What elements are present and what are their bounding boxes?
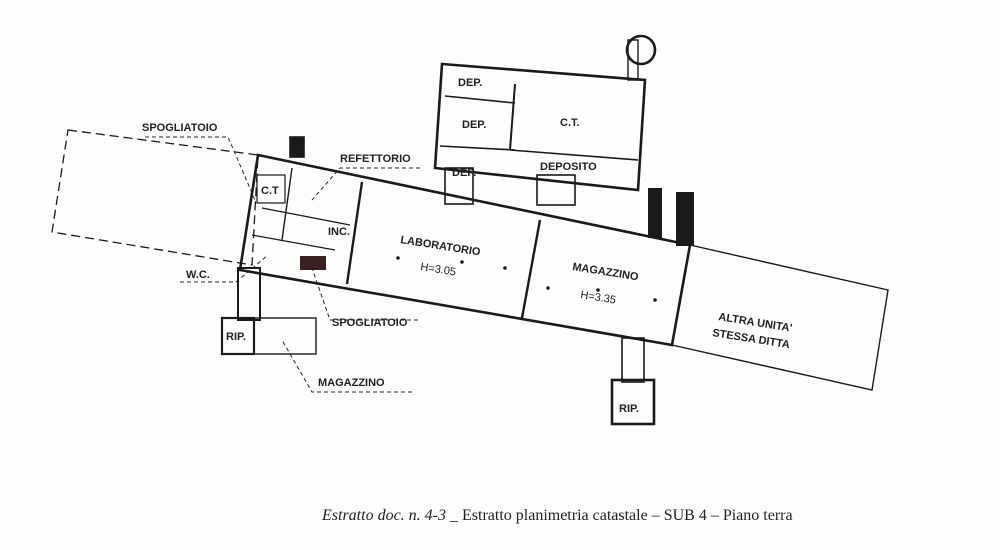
label-dep-top: DEP. bbox=[458, 77, 482, 89]
dashed-area-left bbox=[51, 129, 259, 266]
label-ct-small: C.T bbox=[261, 185, 279, 197]
hatch-spogliatoio bbox=[300, 256, 326, 270]
label-refettorio: REFETTORIO bbox=[340, 153, 411, 165]
upper-building-outline bbox=[433, 62, 647, 192]
figure-caption: Estratto doc. n. 4-3 _ Estratto planimet… bbox=[322, 507, 793, 525]
dot-lab-2 bbox=[460, 260, 464, 264]
wall-rooms-lab bbox=[345, 181, 364, 285]
wall-upper-vertical bbox=[509, 83, 516, 151]
wall-upper-deposito bbox=[509, 149, 639, 161]
dot-mag-2 bbox=[596, 288, 600, 292]
cadastral-floor-plan: SPOGLIATOIO REFETTORIO C.T INC. W.C. SPO… bbox=[51, 34, 889, 426]
leader-spogliatoio-top bbox=[145, 136, 256, 201]
label-spogliatoio-top: SPOGLIATOIO bbox=[142, 122, 218, 134]
wall-lab-magazzino bbox=[520, 219, 542, 319]
wall-upper-dep-top bbox=[444, 95, 516, 104]
label-magazzino-height: H=3.35 bbox=[580, 289, 617, 306]
label-dep-bottom: DEP. bbox=[452, 167, 476, 179]
leader-magazzino-small bbox=[281, 339, 412, 393]
chimney-left bbox=[289, 136, 305, 158]
label-rip: RIP. bbox=[226, 331, 246, 343]
deposito-annex bbox=[536, 174, 576, 206]
wall-wc-top bbox=[251, 234, 336, 251]
label-deposito: DEPOSITO bbox=[540, 161, 597, 173]
label-dep-mid: DEP. bbox=[462, 119, 486, 131]
upper-link bbox=[444, 167, 474, 205]
dark-block-1 bbox=[648, 188, 662, 238]
label-inc: INC. bbox=[328, 226, 350, 238]
label-spogliatoio-bottom: SPOGLIATOIO bbox=[332, 317, 408, 329]
annex-magazzino bbox=[253, 317, 317, 355]
label-magazzino: MAGAZZINO bbox=[572, 261, 640, 283]
wall-upper-dep-mid bbox=[439, 145, 516, 151]
bottom-annex bbox=[610, 378, 656, 426]
label-ct-large: C.T. bbox=[560, 117, 580, 129]
caption-text: _ Estratto planimetria catastale – SUB 4… bbox=[446, 507, 793, 524]
annex-column bbox=[237, 267, 261, 321]
dot-mag-1 bbox=[546, 286, 550, 290]
caption-reference: Estratto doc. n. 4-3 bbox=[322, 507, 446, 524]
adjoining-unit-outline bbox=[671, 244, 889, 391]
leader-wc bbox=[180, 254, 269, 283]
bottom-annex-link bbox=[621, 337, 645, 383]
upper-tank bbox=[625, 34, 657, 66]
label-laboratorio-height: H=3.05 bbox=[420, 261, 457, 278]
ct-small-room bbox=[256, 174, 286, 204]
label-rip-bottom: RIP. bbox=[619, 403, 639, 415]
dot-mag-3 bbox=[653, 298, 657, 302]
dark-block-2 bbox=[676, 192, 694, 246]
leader-spogliatoio-bottom bbox=[311, 267, 418, 321]
leader-refettorio bbox=[311, 167, 420, 201]
label-magazzino-small: MAGAZZINO bbox=[318, 377, 385, 389]
dot-lab-3 bbox=[503, 266, 507, 270]
label-laboratorio: LABORATORIO bbox=[400, 234, 482, 259]
dot-lab-1 bbox=[396, 256, 400, 260]
wall-refettorio-bottom bbox=[261, 207, 351, 226]
label-wc: W.C. bbox=[186, 269, 210, 281]
wall-ct-refettorio bbox=[281, 167, 293, 241]
